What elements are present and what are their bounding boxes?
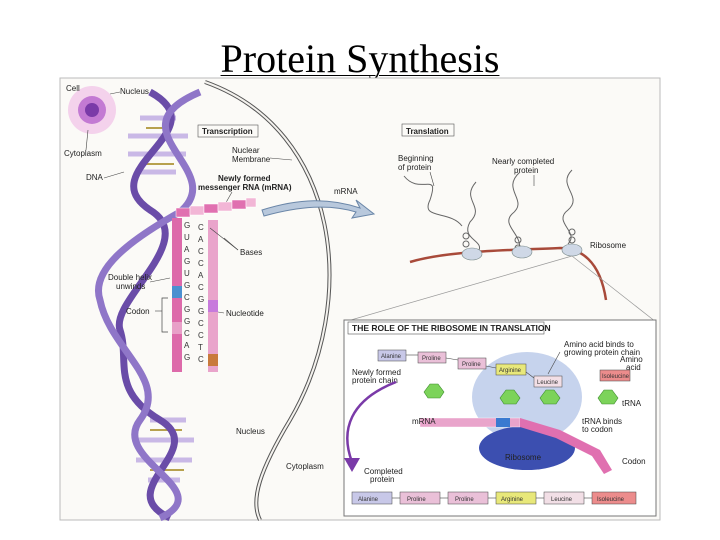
mrna-translation-strand (409, 246, 608, 301)
completed-aa-5: Leucine (551, 497, 573, 503)
base-left-11: A (184, 341, 190, 350)
inset-codon: Codon (622, 457, 646, 466)
label-nearly-2: protein (514, 166, 538, 175)
dna-strand-right (208, 220, 218, 372)
label-dna: DNA (86, 173, 104, 182)
inset-amino-acid-2: acid (626, 363, 641, 372)
label-beginning-2: of protein (398, 163, 431, 172)
base-left-10: C (184, 329, 190, 338)
left-strand-bases: G U A G U G C G G C A G (184, 221, 190, 362)
right-strand-bases: C A C C A C G G C C T C (198, 223, 204, 364)
inset-newly-formed-2: protein chain (352, 376, 398, 385)
base-right-2: A (198, 235, 204, 244)
inset-title: THE ROLE OF THE RIBOSOME IN TRANSLATION (352, 323, 551, 333)
base-left-12: G (184, 353, 190, 362)
completed-aa-4: Arginine (501, 497, 524, 503)
chain-aa-1: Alanine (381, 354, 402, 360)
base-left-5: U (184, 269, 190, 278)
cell-icon (68, 86, 116, 134)
base-right-6: C (198, 283, 204, 292)
inset-trnas (423, 383, 619, 405)
label-nucleus-top: Nucleus (120, 87, 149, 96)
label-cytoplasm-bottom: Cytoplasm (286, 462, 324, 471)
inset-amino-binds-2: growing protein chain (564, 348, 640, 357)
label-transcription: Transcription (202, 127, 253, 136)
label-cell: Cell (66, 84, 80, 93)
label-mrna-new-2: messenger RNA (mRNA) (198, 183, 292, 192)
chain-aa-4: Arginine (499, 368, 522, 374)
label-translation: Translation (406, 127, 449, 136)
base-right-9: C (198, 319, 204, 328)
base-left-4: G (184, 257, 190, 266)
inset-newly-formed-1: Newly formed (352, 368, 401, 377)
base-left-1: G (184, 221, 190, 230)
base-left-6: G (184, 281, 190, 290)
slide-title: Protein Synthesis (220, 36, 500, 81)
label-ribosome-top: Ribosome (590, 241, 627, 250)
dna-strand-left (172, 218, 182, 372)
inset-amino-chain: Alanine Proline Proline Arginine Leucine… (377, 349, 631, 388)
base-right-7: G (198, 295, 204, 304)
completed-aa-1: Alanine (358, 497, 379, 503)
label-nuclear-membrane-1: Nuclear (232, 146, 260, 155)
base-right-11: T (198, 343, 203, 352)
base-left-3: A (184, 245, 190, 254)
free-amino-acid: Isoleucine (602, 374, 630, 380)
label-double-helix-1: Double helix (108, 273, 152, 282)
completed-protein-chain: Alanine Proline Proline Arginine Leucine… (351, 491, 637, 505)
completed-aa-2: Proline (407, 497, 426, 503)
nuclear-membrane (204, 80, 332, 521)
inset-trna-binds-1: tRNA binds (582, 417, 622, 426)
label-double-helix-2: unwinds (116, 282, 145, 291)
label-cytoplasm-top: Cytoplasm (64, 149, 102, 158)
base-right-3: C (198, 247, 204, 256)
label-mrna-new-1: Newly formed (218, 174, 271, 183)
inset-ribosome: Ribosome (505, 453, 542, 462)
mrna-strand-top (175, 197, 257, 218)
completed-aa-6: Isoleucine (597, 497, 625, 503)
inset-mrna (419, 417, 612, 474)
label-codon: Codon (126, 307, 150, 316)
completed-aa-3: Proline (455, 497, 474, 503)
chain-aa-2: Proline (422, 356, 441, 362)
inset-mrna-label: mRNA (412, 417, 436, 426)
inset-amino-binds-1: Amino acid binds to (564, 340, 634, 349)
label-beginning-1: Beginning (398, 154, 434, 163)
label-nucleus-bottom: Nucleus (236, 427, 265, 436)
label-nuclear-membrane-2: Membrane (232, 155, 271, 164)
base-right-1: C (198, 223, 204, 232)
base-right-10: C (198, 331, 204, 340)
base-left-2: U (184, 233, 190, 242)
base-left-9: G (184, 317, 190, 326)
chain-aa-3: Proline (462, 362, 481, 368)
inset-completed-2: protein (370, 475, 394, 484)
label-nearly-1: Nearly completed (492, 157, 554, 166)
label-bases: Bases (240, 248, 262, 257)
transfer-arrow (261, 199, 376, 219)
completed-arrow (346, 380, 397, 463)
label-mrna-mid: mRNA (334, 187, 358, 196)
base-right-5: A (198, 271, 204, 280)
inset-completed-1: Completed (364, 467, 403, 476)
inset-amino-acid-1: Amino (620, 355, 643, 364)
inset-trna: tRNA (622, 399, 642, 408)
base-right-4: C (198, 259, 204, 268)
base-left-8: G (184, 305, 190, 314)
base-right-12: C (198, 355, 204, 364)
base-left-7: C (184, 293, 190, 302)
base-right-8: G (198, 307, 204, 316)
inset-trna-binds-2: to codon (582, 425, 613, 434)
label-nucleotide: Nucleotide (226, 309, 264, 318)
dna-double-helix (95, 88, 202, 522)
chain-aa-5: Leucine (537, 380, 559, 386)
